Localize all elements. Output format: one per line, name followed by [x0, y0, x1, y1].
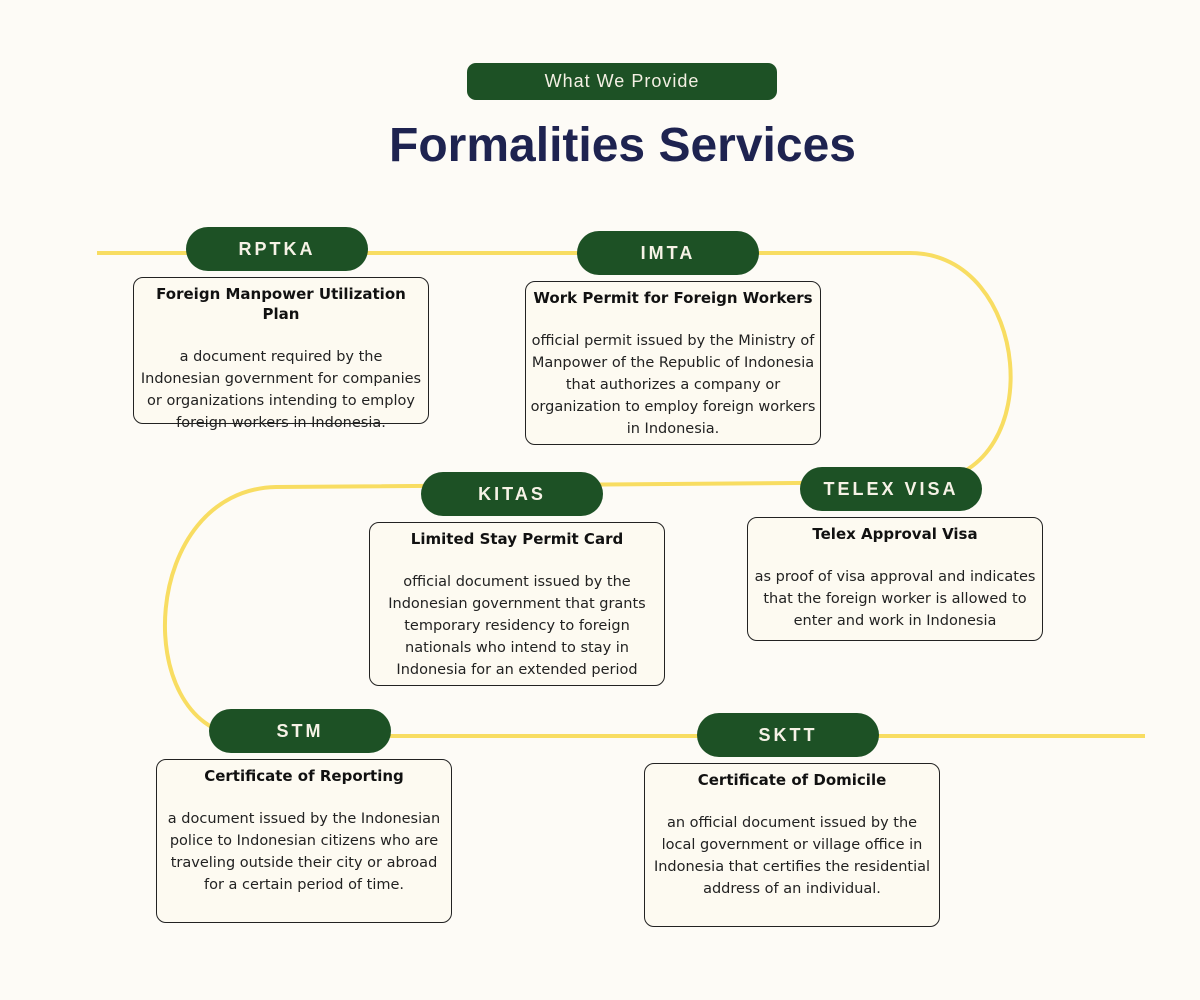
- card-title: Certificate of Domicile: [697, 771, 887, 789]
- tag-stm: STM: [209, 709, 391, 753]
- page-title: Formalities Services: [389, 119, 856, 172]
- card-title: Foreign Manpower Utilization Plan: [156, 285, 406, 323]
- section-badge: What We Provide: [467, 63, 777, 100]
- tag-imta: IMTA: [577, 231, 759, 275]
- process-path-line: [97, 251, 1145, 738]
- card-description: as proof of visa approval and indicates …: [754, 569, 1036, 629]
- card-description: a document required by the Indonesian go…: [140, 349, 422, 431]
- card-description: official document issued by the Indonesi…: [388, 574, 646, 678]
- tag-sktt: SKTT: [697, 713, 879, 757]
- card-telex-visa: Telex Approval Visa as proof of visa app…: [747, 517, 1043, 641]
- tag-rptka: RPTKA: [186, 227, 368, 271]
- card-title: Limited Stay Permit Card: [410, 530, 624, 548]
- card-description: a document issued by the Indonesian poli…: [167, 811, 441, 893]
- card-description: official permit issued by the Ministry o…: [530, 333, 816, 437]
- card-title: Certificate of Reporting: [204, 767, 404, 785]
- card-description: an official document issued by the local…: [653, 815, 931, 897]
- card-imta: Work Permit for Foreign Workers official…: [525, 281, 821, 445]
- card-kitas: Limited Stay Permit Card official docume…: [369, 522, 665, 686]
- card-stm: Certificate of Reporting a document issu…: [156, 759, 452, 923]
- tag-telex-visa: TELEX VISA: [800, 467, 982, 511]
- card-rptka: Foreign Manpower Utilization Plan a docu…: [133, 277, 429, 431]
- card-sktt: Certificate of Domicile an official docu…: [644, 763, 940, 927]
- card-title: Telex Approval Visa: [812, 525, 978, 543]
- card-title: Work Permit for Foreign Workers: [533, 289, 813, 307]
- tag-kitas: KITAS: [421, 472, 603, 516]
